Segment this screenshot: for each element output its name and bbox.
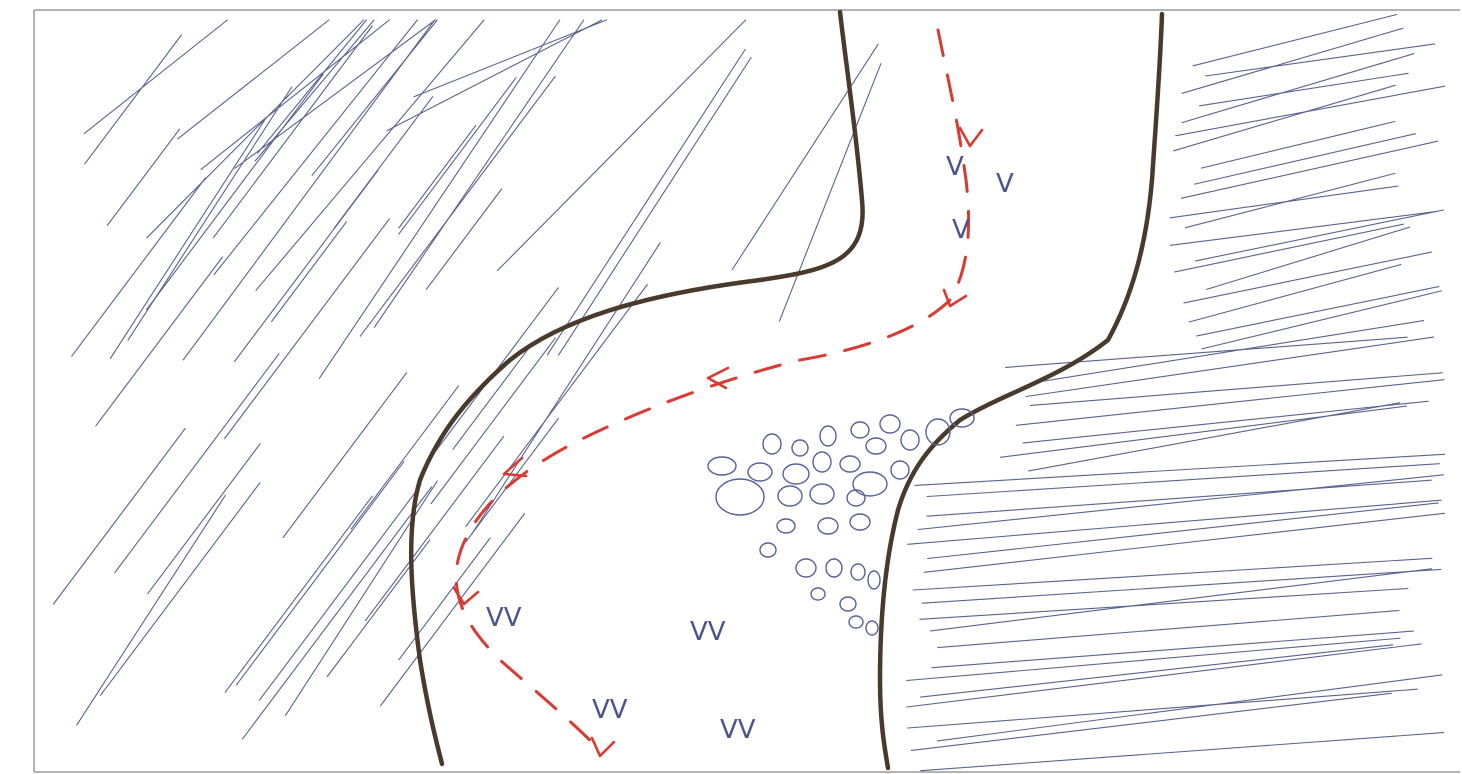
hatch-stroke: [365, 436, 503, 620]
left-channel-wall: [411, 12, 862, 764]
hatch-stroke: [1170, 212, 1436, 246]
right-bank-hatching: [907, 15, 1445, 771]
hatch-stroke: [243, 487, 432, 739]
dashed-red-arrow-icon: [454, 30, 982, 756]
hatch-stroke: [921, 645, 1393, 697]
sketch-frame: [34, 10, 1460, 772]
hatch-stroke: [559, 58, 752, 356]
hatch-stroke: [938, 611, 1399, 648]
hatch-stroke: [147, 74, 323, 309]
left-bank-hatching: [54, 20, 881, 739]
hatch-stroke: [101, 483, 260, 696]
hatch-stroke: [1182, 54, 1414, 123]
hatch-stroke: [258, 20, 367, 153]
vv-mark: VV: [592, 695, 628, 725]
hatch-stroke: [1174, 85, 1396, 151]
hatch-stroke: [214, 20, 417, 275]
hatch-stroke: [453, 347, 530, 449]
hatch-stroke: [148, 444, 260, 594]
hatch-stroke: [1182, 28, 1403, 93]
hatch-stroke: [1205, 44, 1434, 76]
hatch-stroke: [1197, 287, 1439, 336]
hatch-stroke: [466, 285, 648, 527]
v-mark: V: [996, 169, 1014, 199]
hatch-stroke: [907, 644, 1421, 707]
hatch-stroke: [1016, 380, 1444, 426]
hatch-stroke: [107, 129, 179, 225]
vv-mark: VV: [720, 715, 756, 745]
hatch-stroke: [913, 558, 1432, 590]
hatch-stroke: [920, 589, 1408, 620]
hatch-stroke: [1189, 265, 1401, 323]
hatch-stroke: [213, 26, 372, 238]
hatch-stroke: [472, 243, 660, 534]
hatch-stroke: [183, 20, 434, 360]
hatch-stroke: [178, 20, 329, 139]
hatch-stroke: [1200, 73, 1409, 106]
hatch-stroke: [426, 189, 501, 289]
hatch-stroke: [466, 419, 558, 542]
hatch-stroke: [399, 125, 476, 228]
hatch-stroke: [54, 429, 186, 604]
hatch-stroke: [1182, 141, 1438, 198]
hatch-stroke: [908, 689, 1418, 728]
hatch-stroke: [201, 20, 389, 169]
v-mark: V: [952, 215, 970, 245]
hatch-stroke: [225, 496, 372, 692]
v-mark: V: [946, 152, 964, 182]
right-channel-wall: [880, 14, 1162, 768]
hatch-stroke: [1030, 373, 1442, 406]
hatch-stroke: [932, 631, 1414, 668]
hatch-stroke: [360, 77, 555, 337]
hatch-stroke: [431, 338, 555, 504]
hatch-stroke: [1193, 15, 1397, 66]
hatch-stroke: [237, 462, 404, 685]
hatch-stroke: [1000, 406, 1406, 457]
hatch-stroke: [1196, 210, 1444, 261]
hatch-stroke: [283, 373, 407, 538]
hatch-stroke: [927, 480, 1431, 516]
hatch-stroke: [77, 495, 226, 725]
hatch-stroke: [1023, 401, 1428, 443]
hatch-stroke: [924, 513, 1444, 572]
hatch-stroke: [256, 20, 484, 290]
hatch-stroke: [85, 35, 182, 164]
hatch-stroke: [779, 64, 881, 322]
hatch-stroke: [374, 20, 583, 327]
hatch-stroke: [272, 222, 347, 322]
vv-mark: VV: [486, 603, 522, 633]
hatch-stroke: [1186, 173, 1396, 227]
hatch-stroke: [1006, 337, 1408, 367]
hatch-stroke: [260, 485, 422, 700]
hatch-stroke: [1202, 291, 1442, 349]
hatch-stroke: [225, 219, 390, 439]
hatch-stroke: [922, 569, 1441, 603]
vv-mark: VV: [690, 617, 726, 647]
hatch-stroke: [921, 733, 1444, 771]
hatch-stroke: [351, 386, 458, 529]
hatch-stroke: [72, 178, 206, 356]
hatch-stroke: [548, 50, 746, 355]
hatch-stroke: [931, 569, 1432, 631]
hatch-stroke: [938, 675, 1442, 741]
